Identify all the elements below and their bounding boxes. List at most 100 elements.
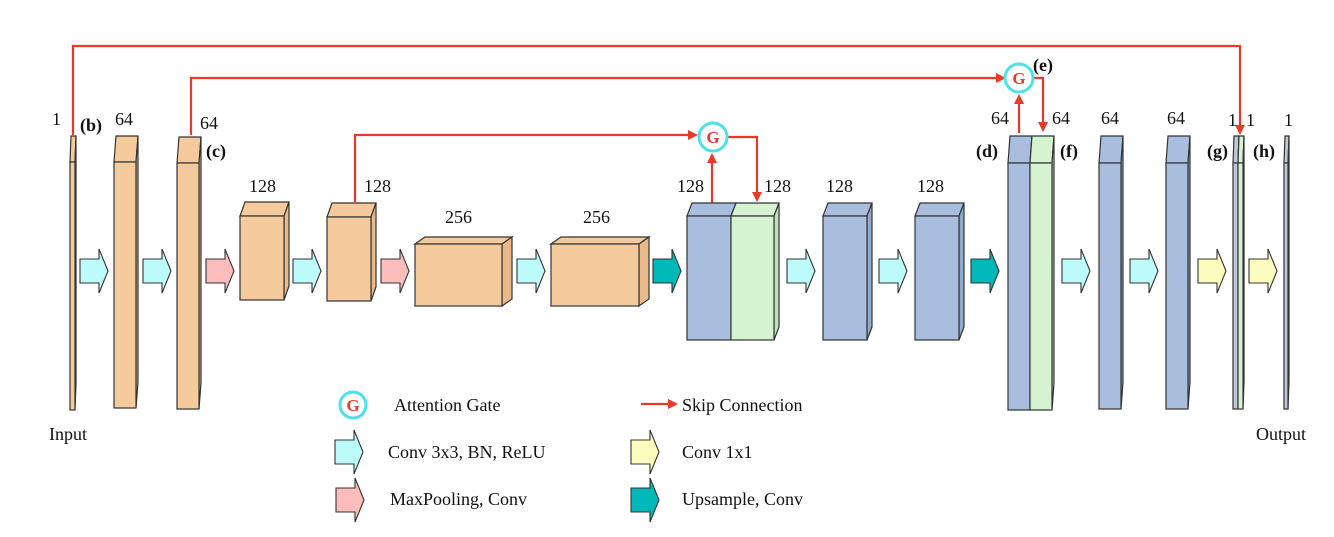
attention-gates: GG bbox=[697, 62, 1035, 153]
block-tag-dec1up: (d) bbox=[976, 141, 998, 162]
block-side-face bbox=[866, 202, 873, 341]
block-top-face bbox=[686, 202, 737, 217]
block-top-face bbox=[1098, 135, 1124, 164]
upsample-arrow bbox=[652, 248, 682, 294]
output-label: Output bbox=[1256, 424, 1306, 444]
attention-gate-icon bbox=[338, 390, 368, 420]
channel-label-dec2cat: 128 bbox=[764, 176, 791, 196]
block-front-face bbox=[69, 161, 76, 411]
conv3x3-arrow bbox=[79, 248, 109, 294]
upsample-legend-arrow bbox=[630, 477, 660, 523]
legend-item-conv3x3: Conv 3x3, BN, ReLU bbox=[334, 429, 546, 475]
upsample-arrow bbox=[970, 248, 1000, 294]
block-side-face bbox=[283, 201, 290, 301]
conv1x1-arrow bbox=[1248, 248, 1278, 294]
attention-gate-level-3: G bbox=[697, 121, 729, 153]
conv3x3-arrow-icon bbox=[334, 429, 364, 475]
channel-label-input: 1 bbox=[52, 109, 61, 129]
legend-item-conv1x1: Conv 1x1 bbox=[630, 429, 753, 475]
block-top-face bbox=[914, 202, 965, 217]
attention-gate-letter: G bbox=[346, 396, 359, 415]
block-front-face bbox=[1237, 162, 1244, 410]
block-enc1a bbox=[113, 135, 139, 409]
gate-output-level-3 bbox=[728, 135, 762, 202]
block-enc3b bbox=[549, 235, 651, 308]
block-front-face bbox=[1098, 162, 1122, 410]
channel-label-dec1b: 64 bbox=[1167, 108, 1185, 128]
block-dec2up bbox=[686, 202, 737, 341]
conv3x3-arrow bbox=[142, 248, 172, 294]
gate-tag-top: (e) bbox=[1033, 55, 1053, 76]
skip-connections bbox=[71, 44, 1245, 203]
legend-label-maxpool: MaxPooling, Conv bbox=[390, 489, 527, 509]
conv3x3-arrow bbox=[1129, 248, 1159, 294]
block-front-face bbox=[550, 243, 640, 307]
legend-item-maxpool: MaxPooling, Conv bbox=[335, 477, 527, 523]
block-enc2a bbox=[239, 201, 290, 301]
block-front-face bbox=[176, 162, 200, 410]
legend-label-upsample: Upsample, Conv bbox=[682, 489, 803, 509]
conv1x1-arrow-icon bbox=[630, 429, 660, 475]
channel-label-out1cat: 1 bbox=[1246, 110, 1255, 130]
legend-label-conv1x1: Conv 1x1 bbox=[682, 442, 753, 462]
conv3x3-legend-arrow bbox=[334, 429, 364, 475]
legend-label-skip-connection: Skip Connection bbox=[682, 395, 803, 415]
block-enc3a bbox=[413, 235, 514, 308]
channel-label-enc3b: 256 bbox=[583, 207, 610, 227]
block-side-face bbox=[370, 202, 377, 302]
block-front-face bbox=[686, 215, 732, 341]
channel-label-dec2a: 128 bbox=[826, 176, 853, 196]
skip-connection-level-1 bbox=[71, 44, 1245, 135]
maxpool-arrow bbox=[380, 248, 410, 294]
conv3x3-arrow bbox=[1061, 248, 1091, 294]
block-enc2b bbox=[326, 202, 377, 302]
block-tag-enc1b: (c) bbox=[206, 141, 226, 162]
block-tag-out1: (g) bbox=[1207, 141, 1228, 162]
channel-label-enc1b: 64 bbox=[200, 113, 218, 133]
skip-connection-level-2 bbox=[189, 73, 1006, 135]
block-top-face bbox=[1007, 135, 1033, 164]
block-side-face bbox=[638, 235, 650, 308]
block-front-face bbox=[1232, 162, 1239, 410]
block-final bbox=[1283, 135, 1290, 410]
block-top-face bbox=[730, 202, 780, 217]
block-top-face bbox=[326, 202, 377, 218]
conv3x3-arrow bbox=[516, 248, 546, 294]
conv3x3-arrow bbox=[878, 248, 908, 294]
skip-connection-level-3 bbox=[353, 130, 698, 202]
gate-output-level-2 bbox=[1034, 76, 1048, 132]
feature-blocks bbox=[69, 135, 1290, 411]
channel-label-final: 1 bbox=[1284, 110, 1293, 130]
block-tag-dec1cat: (f) bbox=[1060, 141, 1078, 162]
block-top-face bbox=[413, 236, 514, 245]
maxpool-arrow bbox=[205, 248, 235, 294]
channel-label-enc2b: 128 bbox=[364, 176, 391, 196]
block-front-face bbox=[1029, 162, 1053, 411]
legend-label-conv3x3: Conv 3x3, BN, ReLU bbox=[388, 442, 546, 462]
channel-label-out1: 1 bbox=[1228, 110, 1237, 130]
block-front-face bbox=[1007, 162, 1031, 411]
block-dec1up bbox=[1007, 135, 1033, 411]
block-front-face bbox=[730, 215, 775, 341]
block-dec2a bbox=[822, 202, 873, 341]
block-side-face bbox=[501, 235, 513, 308]
block-top-face bbox=[822, 202, 873, 217]
block-dec2cat bbox=[730, 202, 780, 341]
block-top-face bbox=[1029, 135, 1055, 164]
legend-label-attention-gate: Attention Gate bbox=[394, 395, 500, 415]
block-input bbox=[69, 135, 77, 411]
conv1x1-arrow bbox=[1197, 248, 1227, 294]
conv1x1-legend-arrow bbox=[630, 429, 660, 475]
channel-label-dec1cat: 64 bbox=[1052, 108, 1070, 128]
channel-label-enc3a: 256 bbox=[445, 207, 472, 227]
channel-label-dec1up: 64 bbox=[991, 108, 1009, 128]
block-dec1a bbox=[1098, 135, 1124, 410]
block-front-face bbox=[239, 215, 285, 301]
channel-label-enc2a: 128 bbox=[249, 176, 276, 196]
block-tag-enc1a: (b) bbox=[80, 115, 102, 136]
channel-label-enc1a: 64 bbox=[115, 109, 133, 129]
attention-gate-ring bbox=[697, 121, 729, 153]
block-front-face bbox=[414, 243, 503, 307]
